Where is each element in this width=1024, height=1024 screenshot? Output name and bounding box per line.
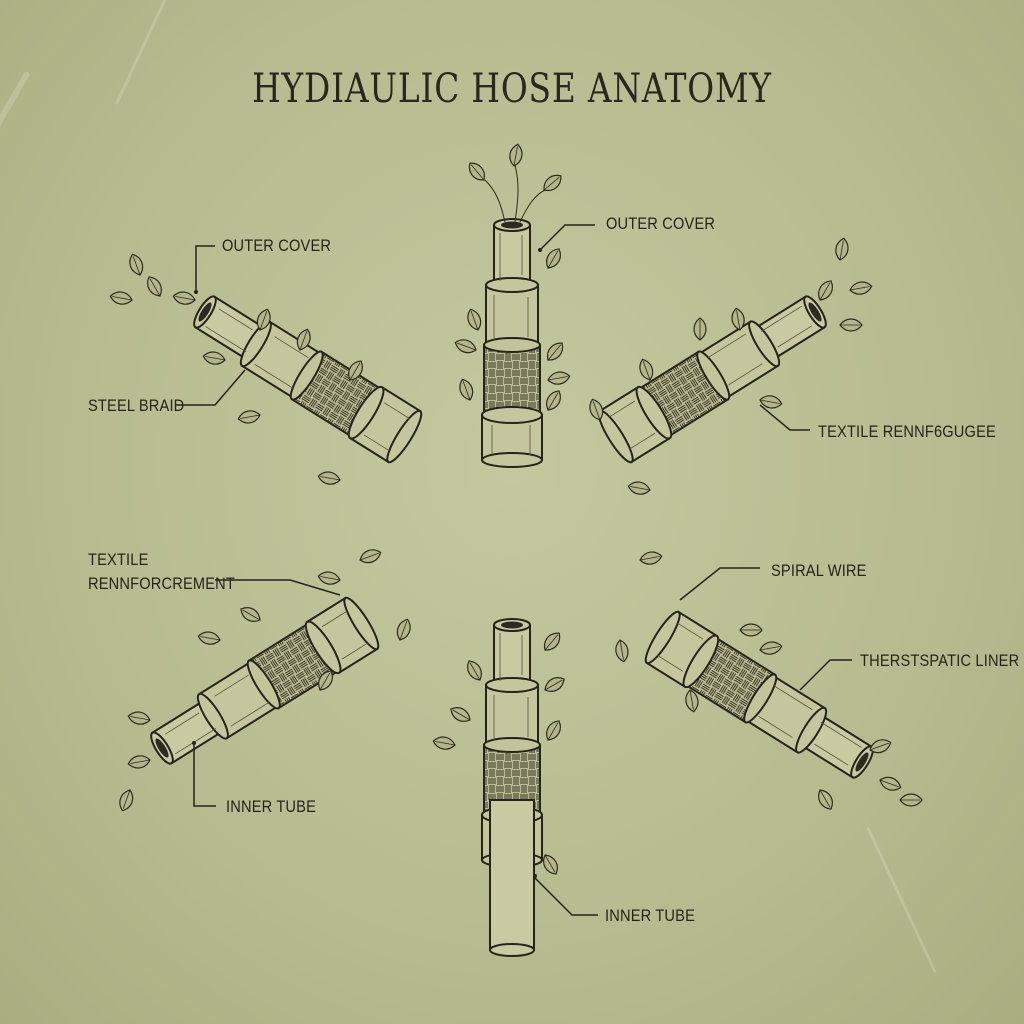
label-textile-reinforcement-right: TEXTILE RENNF6GUGEE bbox=[818, 422, 996, 441]
label-inner-tube-left: INNER TUBE bbox=[226, 797, 317, 816]
hose-top-center bbox=[481, 218, 543, 468]
label-outer-cover-left: OUTER COVER bbox=[222, 236, 332, 255]
hose-upper-left bbox=[183, 282, 428, 467]
leader-lines bbox=[175, 224, 852, 916]
hose-bottom-center bbox=[481, 618, 543, 957]
label-steel-braid: STEEL BRAID bbox=[88, 396, 185, 415]
hose-lower-right bbox=[639, 607, 884, 792]
hose-lower-left bbox=[140, 593, 385, 778]
label-thermoplastic-liner: THERSTSPATIC LINER bbox=[860, 651, 1020, 670]
label-textile-reinforcement-left-line1: TEXTILE bbox=[88, 550, 149, 569]
label-outer-cover-top: OUTER COVER bbox=[606, 214, 716, 233]
label-spiral-wire: SPIRAL WIRE bbox=[771, 561, 867, 580]
hose-upper-right bbox=[592, 282, 837, 467]
label-textile-reinforcement-left-line2: RENNFORCREMENT bbox=[88, 574, 235, 593]
diagram-title: HYDIAULIC HOSE ANATOMY bbox=[252, 66, 772, 112]
label-inner-tube-bottom: INNER TUBE bbox=[605, 906, 696, 925]
